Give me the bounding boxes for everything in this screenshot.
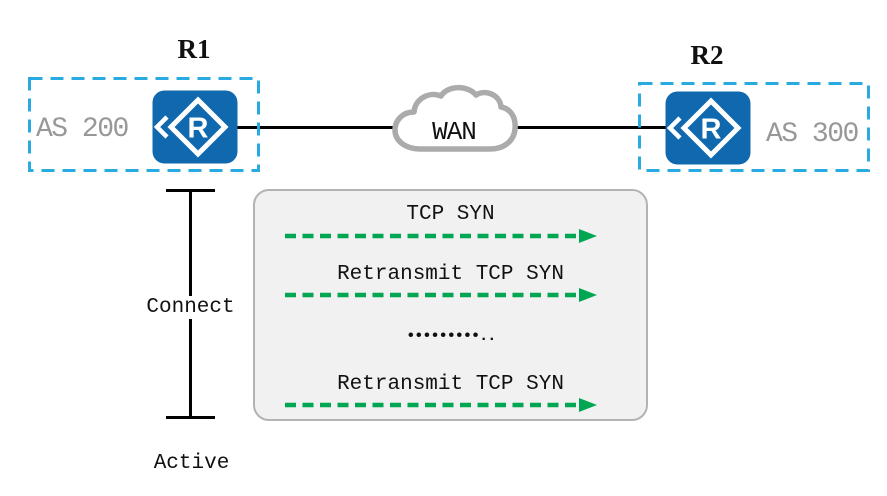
wan-label: WAN: [432, 117, 477, 147]
bgp-state-connect: Connect: [140, 296, 241, 319]
router-icon: R: [152, 90, 238, 164]
router-r1-title: R1: [177, 34, 211, 64]
msg-retransmit-1-label: Retransmit TCP SYN: [337, 263, 564, 286]
tcp-message-panel: TCP SYN Retransmit TCP SYN •••••••••.. R…: [253, 189, 648, 421]
timeline-bottom-tick: [166, 416, 215, 419]
msg-tcp-syn-label: TCP SYN: [406, 203, 495, 226]
bgp-state-active: Active: [153, 452, 230, 475]
router-icon: R: [665, 91, 751, 165]
as300-label: AS 300: [766, 119, 859, 150]
svg-text:R: R: [188, 113, 209, 145]
retransmit-arrow-icon: [285, 398, 597, 412]
router-r2-title: R2: [690, 40, 724, 70]
as300-dashed-boundary: [638, 82, 870, 172]
wan-cloud-icon: [392, 84, 518, 152]
as200-dashed-boundary: [28, 77, 260, 172]
msg-ellipsis-dots: •••••••••..: [405, 327, 497, 345]
retransmit-arrow-icon: [285, 288, 597, 302]
as200-label: AS 200: [36, 114, 129, 145]
svg-text:R: R: [701, 114, 722, 146]
msg-retransmit-2-label: Retransmit TCP SYN: [337, 373, 564, 396]
tcp-syn-arrow-icon: [285, 229, 597, 243]
